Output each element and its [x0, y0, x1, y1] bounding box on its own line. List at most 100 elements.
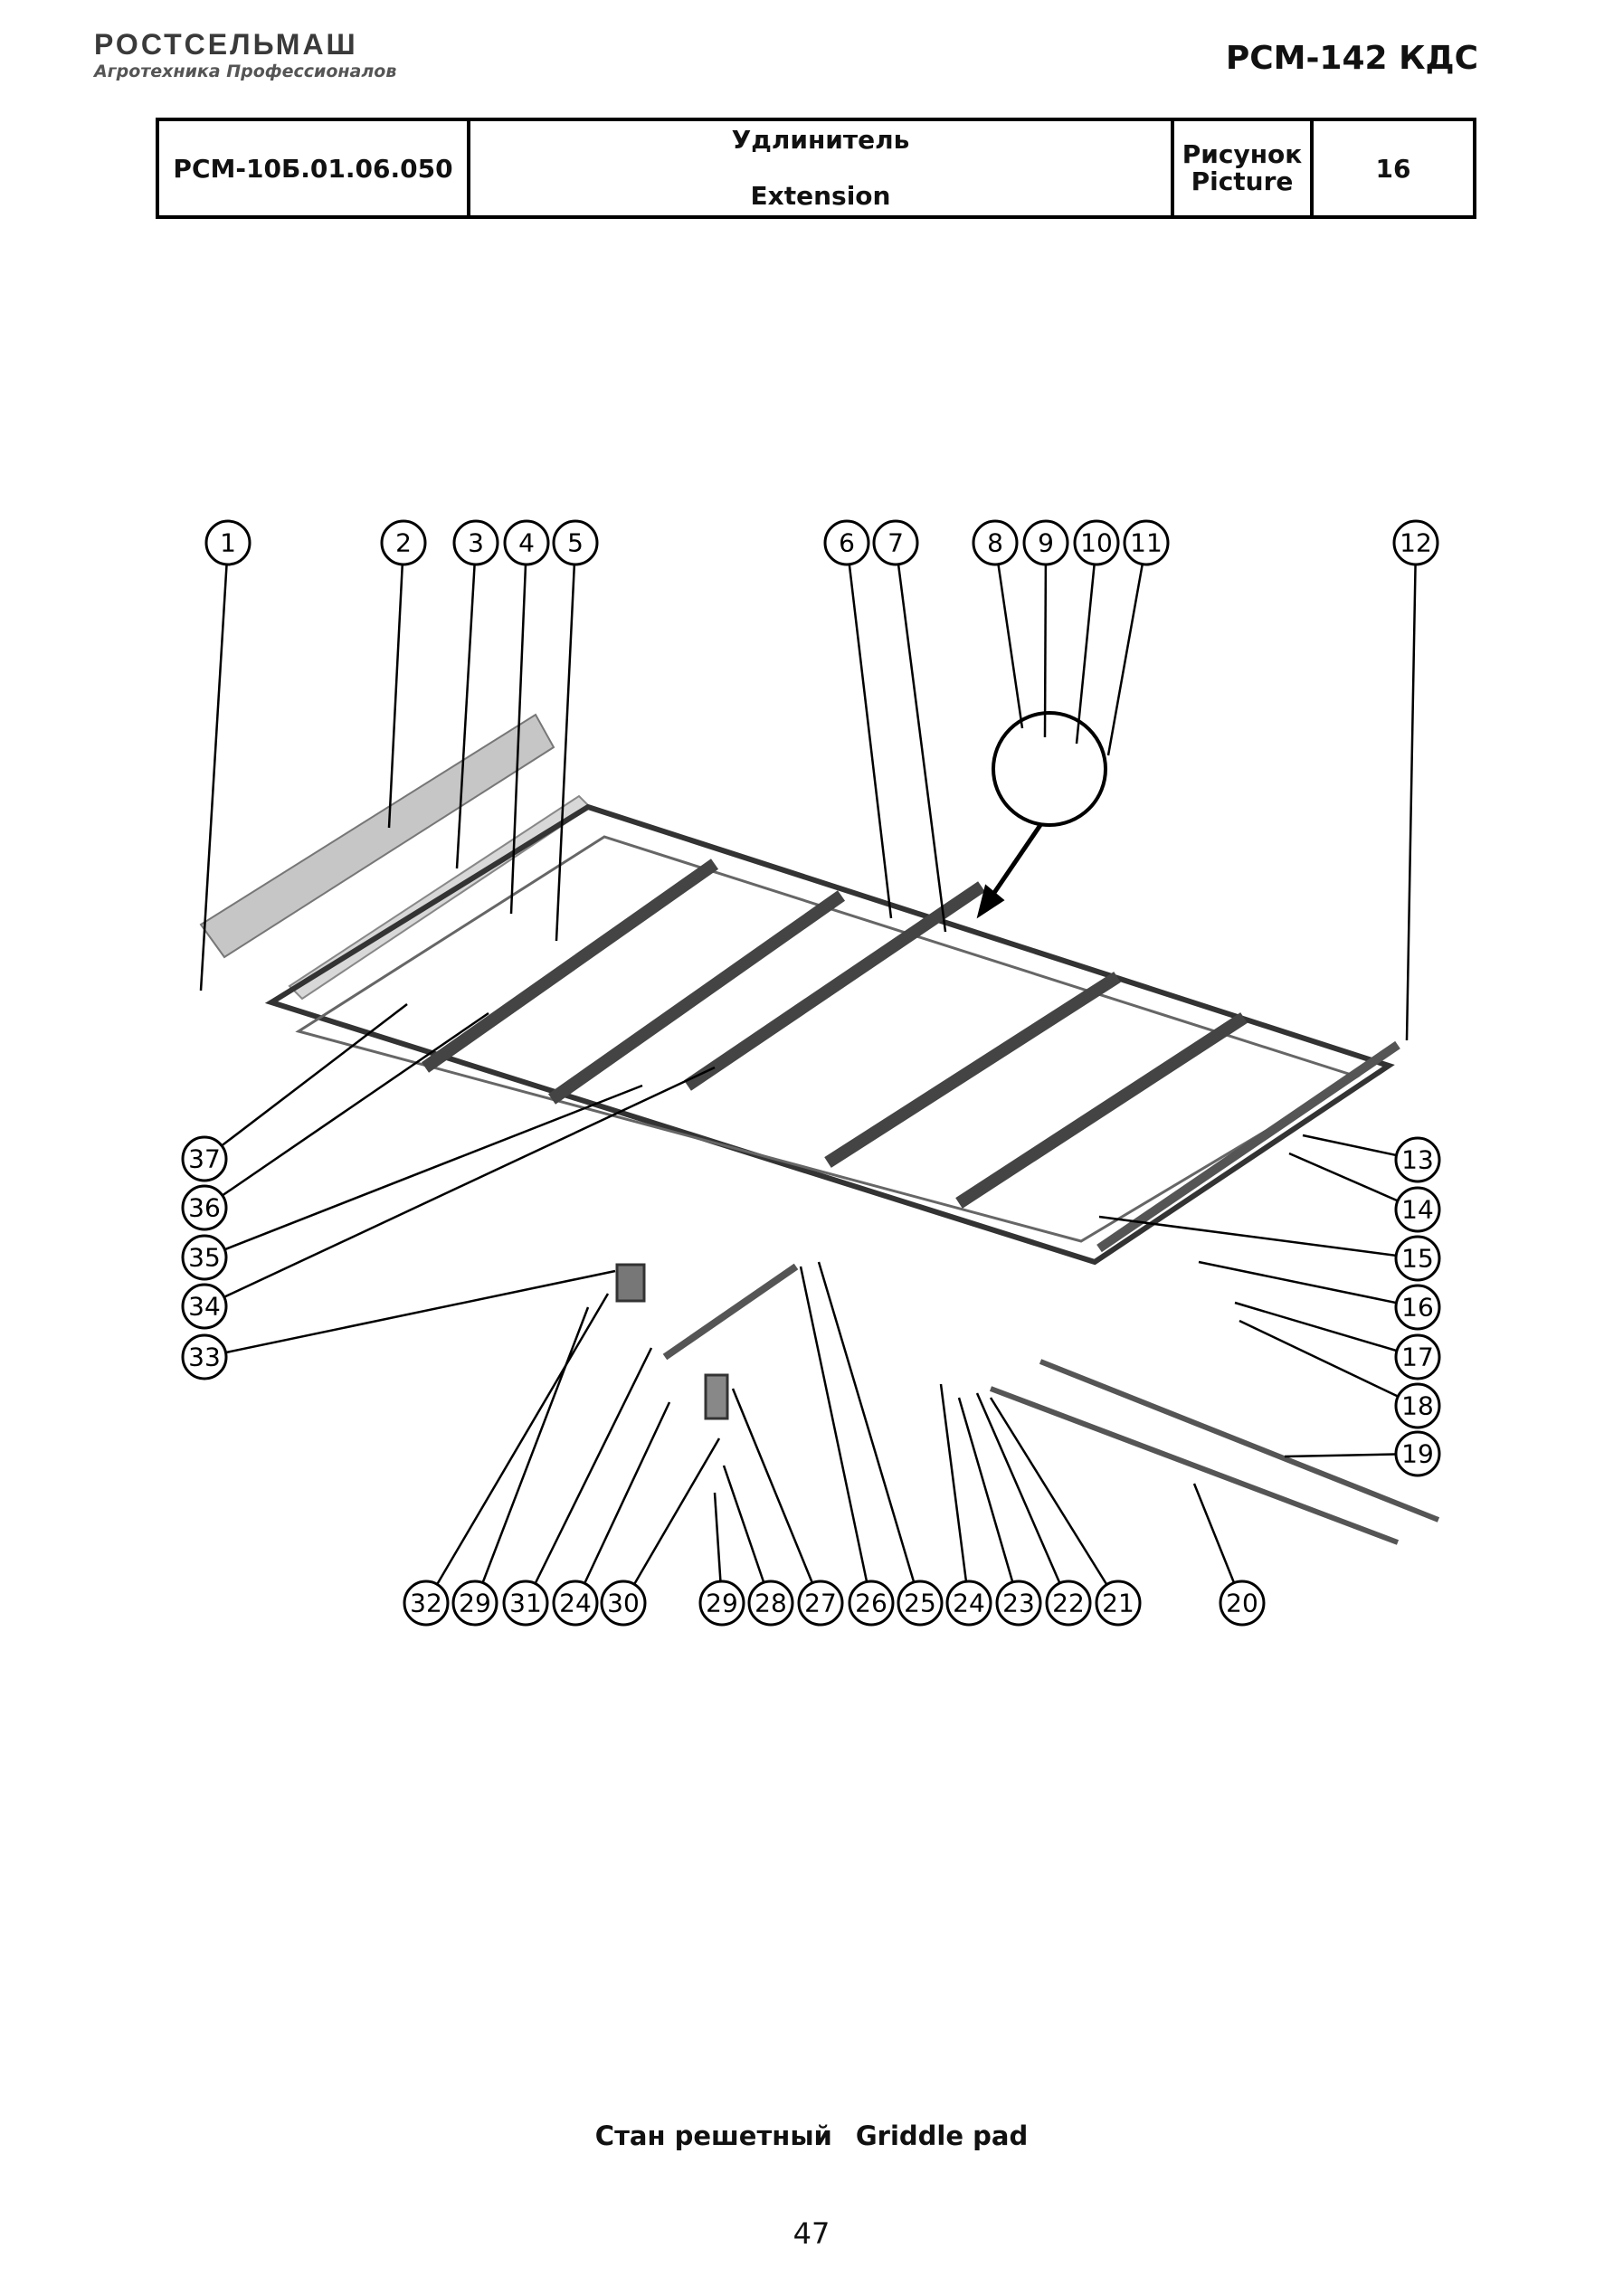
spring-part	[704, 1373, 729, 1420]
tie-rod	[989, 1386, 1400, 1545]
callout-circle	[451, 1580, 498, 1627]
leader-line	[989, 1397, 1120, 1604]
cover-plate	[199, 713, 555, 959]
leader-line	[574, 1401, 671, 1604]
callout-label: 32	[410, 1589, 442, 1618]
detail-arrowhead	[976, 884, 1005, 919]
callout-10: 10	[1073, 519, 1120, 745]
leader-line	[1106, 542, 1148, 756]
side-rod	[1096, 1040, 1400, 1253]
leader-line	[199, 542, 230, 991]
callout-circle	[823, 519, 870, 566]
callout-26: 26	[799, 1266, 895, 1627]
leader-line	[524, 1347, 653, 1604]
callout-label: 6	[839, 528, 855, 558]
callout-label: 29	[459, 1589, 491, 1618]
callout-circle	[848, 1580, 895, 1627]
callout-label: 22	[1052, 1589, 1085, 1618]
callout-label: 12	[1400, 528, 1432, 558]
callout-circle	[452, 519, 499, 566]
callout-34: 32	[403, 1293, 610, 1627]
callout-label: 9	[1038, 528, 1054, 558]
drawing-code: РСМ-10Б.01.06.050	[156, 118, 470, 219]
callout-24: 24	[939, 1383, 992, 1627]
callout-30: 30	[600, 1437, 721, 1627]
callout-circle	[1073, 519, 1120, 566]
leader-line	[1198, 1260, 1419, 1309]
cross-member	[547, 890, 846, 1105]
leader-line	[204, 1011, 489, 1210]
callout-circle	[552, 1580, 599, 1627]
leader-line	[509, 542, 528, 915]
assembly-drawing	[199, 711, 1440, 1545]
detail-circle	[992, 711, 1107, 827]
callout-label: 33	[188, 1342, 221, 1372]
callout-circle	[1394, 1382, 1441, 1429]
figure-label-en: Picture	[1191, 166, 1294, 196]
leader-line	[204, 1084, 643, 1259]
callout-circle	[403, 1580, 450, 1627]
callout-29: 29	[698, 1492, 745, 1627]
callout-label: 23	[1002, 1589, 1035, 1618]
callout-circle	[1219, 1580, 1266, 1627]
callout-circle	[1392, 519, 1439, 566]
leader-line	[845, 542, 893, 919]
callout-13: 13	[1302, 1134, 1441, 1183]
callout-circle	[747, 1580, 794, 1627]
leader-line	[939, 1383, 971, 1604]
leader-line	[1239, 1319, 1419, 1408]
callout-circle	[552, 519, 599, 566]
callout-17: 17	[1234, 1301, 1441, 1380]
leader-line	[1234, 1301, 1419, 1359]
callout-4: 4	[503, 519, 550, 915]
frame-outline	[264, 803, 1395, 1266]
callout-label: 28	[755, 1589, 787, 1618]
figure-number: 16	[1310, 118, 1476, 219]
callout-14: 14	[1288, 1152, 1441, 1233]
callout-circle	[872, 519, 919, 566]
callout-circle	[1394, 1430, 1441, 1477]
callout-circle	[502, 1580, 549, 1627]
callout-label: 34	[188, 1292, 221, 1322]
title-block: РСМ-10Б.01.06.050 Удлинитель Extension Р…	[156, 118, 1476, 219]
leader-line	[817, 1261, 922, 1604]
callout-label: 25	[904, 1589, 936, 1618]
callout-19: 19	[1284, 1430, 1441, 1477]
leader-line	[622, 1437, 721, 1604]
callout-22: 22	[975, 1392, 1092, 1627]
cross-member	[421, 859, 719, 1073]
leader-line	[731, 1388, 822, 1604]
callout-circle	[181, 1135, 228, 1182]
callout-circle	[1045, 1580, 1092, 1627]
callout-35: 33	[181, 1269, 616, 1380]
callout-12: 12	[1392, 519, 1439, 1041]
callout-2: 2	[380, 519, 427, 829]
callout-20: 20	[1192, 1483, 1266, 1627]
callout-label: 20	[1226, 1589, 1258, 1618]
callout-circle	[1394, 1333, 1441, 1380]
brand-logo: РОСТСЕЛЬМАШ Агротехника Профессионалов	[94, 29, 396, 81]
callout-circle	[181, 1333, 228, 1380]
callout-16: 16	[1198, 1260, 1441, 1331]
leader-line	[204, 1269, 616, 1359]
detail-arrow	[983, 823, 1043, 906]
callout-label: 24	[559, 1589, 592, 1618]
callout-39: 37	[181, 1003, 408, 1182]
callout-36: 34	[181, 1066, 716, 1330]
callout-11: 11	[1106, 519, 1170, 756]
leader-line	[957, 1397, 1020, 1604]
leader-line	[799, 1266, 873, 1604]
leader-line	[894, 542, 947, 933]
callout-label: 37	[188, 1144, 221, 1174]
figure-label-ru: Рисунок	[1182, 139, 1303, 169]
callout-5: 5	[552, 519, 599, 942]
callout-31: 31	[502, 1347, 653, 1627]
callout-21: 21	[989, 1397, 1142, 1627]
callout-label: 17	[1401, 1342, 1434, 1372]
callout-label: 35	[188, 1243, 221, 1273]
callout-label: 2	[395, 528, 412, 558]
callout-label: 10	[1080, 528, 1113, 558]
callout-circle	[1394, 1235, 1441, 1282]
